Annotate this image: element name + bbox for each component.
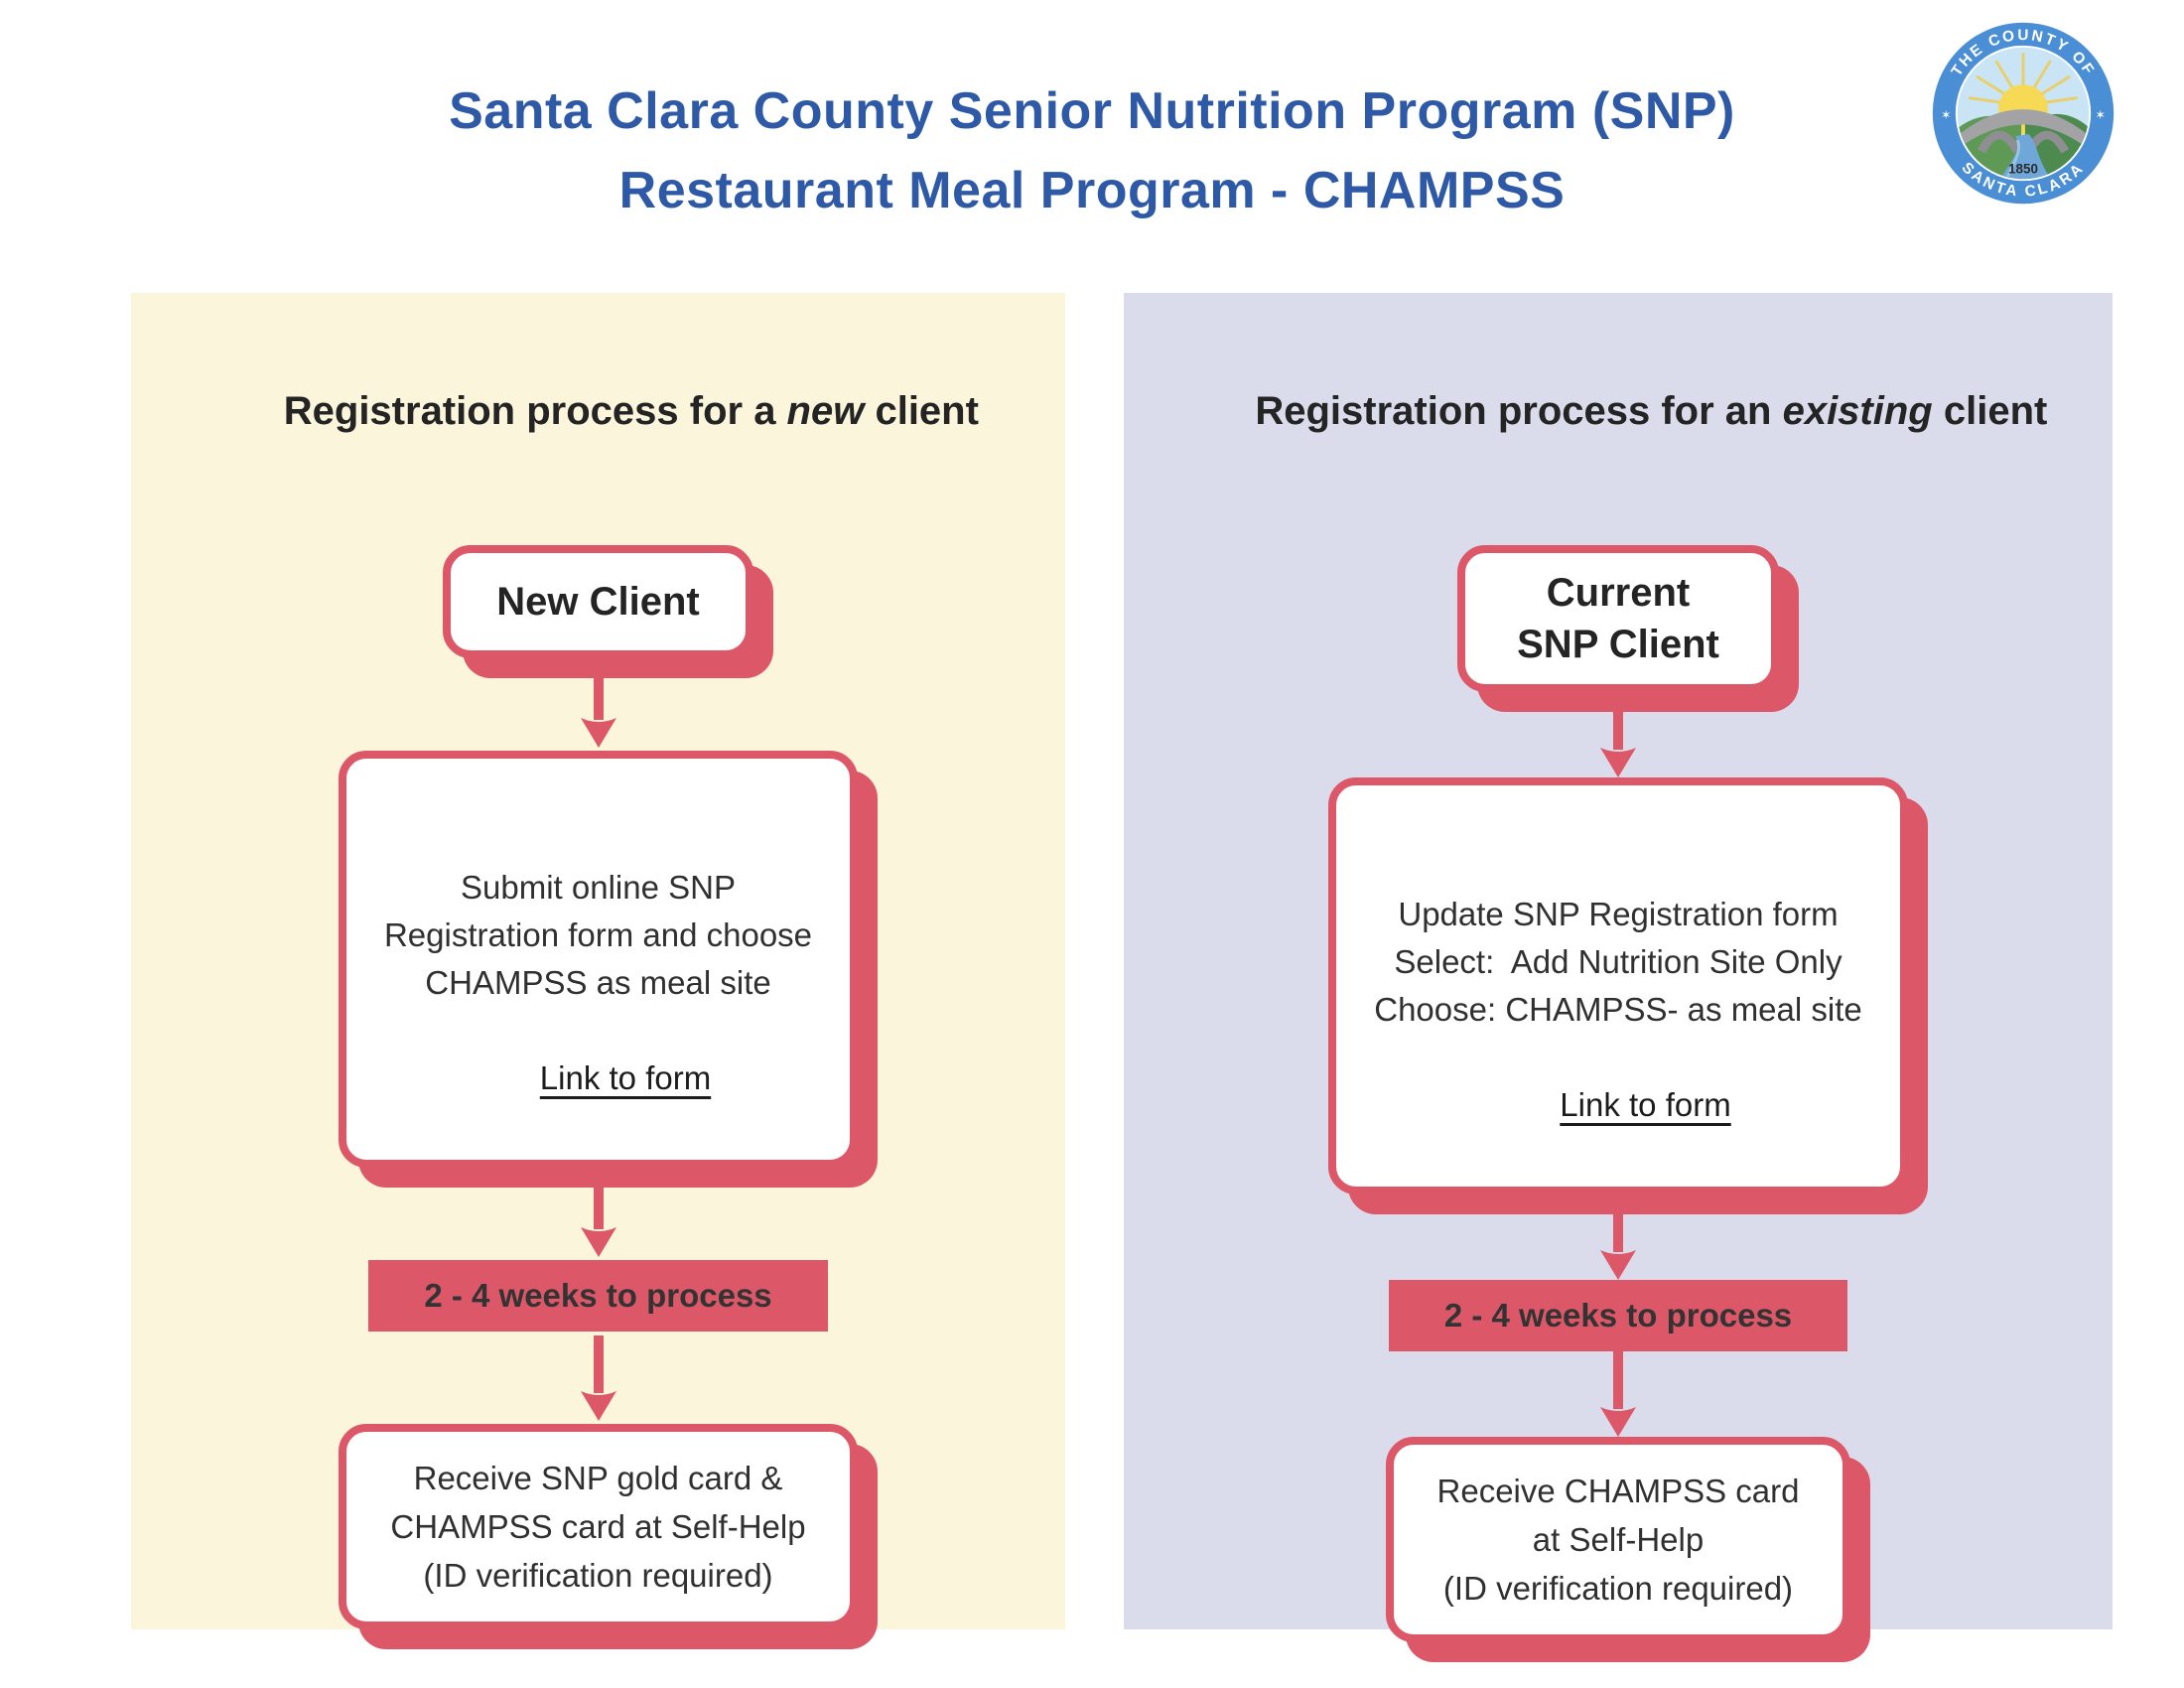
county-seal-logo: 1850 THE COUNTY OF SANTA CLARA ✶ ✶ <box>1928 18 2118 209</box>
heading-emphasis: existing <box>1782 389 1933 433</box>
heading-prefix: Registration process for a <box>283 389 787 433</box>
heading-emphasis: new <box>786 389 865 433</box>
link-to-form-link[interactable]: Link to form <box>539 1059 712 1096</box>
down-arrow <box>1599 1351 1637 1437</box>
down-arrow <box>580 658 617 751</box>
down-arrow <box>580 1332 617 1424</box>
heading-suffix: client <box>864 389 979 433</box>
heading-suffix: client <box>1932 389 2048 433</box>
flow-node-receive-cards: Receive SNP gold card &CHAMPSS card at S… <box>339 1424 858 1629</box>
heading-prefix: Registration process for an <box>1255 389 1783 433</box>
processing-time-banner: 2 - 4 weeks to process <box>1388 1280 1848 1351</box>
seal-star-right-icon: ✶ <box>2096 108 2106 122</box>
down-arrow <box>1599 1195 1637 1280</box>
down-arrow <box>580 1168 617 1260</box>
page-title: Santa Clara County Senior Nutrition Prog… <box>89 71 2095 230</box>
flow-node-new-client: New Client <box>443 545 753 658</box>
existing-client-panel-heading: Registration process for an existing cli… <box>1189 337 2048 486</box>
processing-time-banner: 2 - 4 weeks to process <box>368 1260 828 1332</box>
link-to-form-link[interactable]: Link to form <box>1560 1086 1731 1123</box>
seal-year: 1850 <box>2008 161 2038 176</box>
new-client-panel: Registration process for a new client Ne… <box>131 293 1065 1629</box>
existing-client-panel: Registration process for an existing cli… <box>1124 293 2113 1642</box>
seal-star-left-icon: ✶ <box>1941 108 1951 122</box>
title-line-2: Restaurant Meal Program - CHAMPSS <box>618 162 1566 219</box>
title-line-1: Santa Clara County Senior Nutrition Prog… <box>449 82 1735 140</box>
new-client-panel-heading: Registration process for a new client <box>217 337 979 486</box>
county-seal-icon: 1850 THE COUNTY OF SANTA CLARA ✶ ✶ <box>1930 20 2116 207</box>
down-arrow <box>1599 692 1637 777</box>
